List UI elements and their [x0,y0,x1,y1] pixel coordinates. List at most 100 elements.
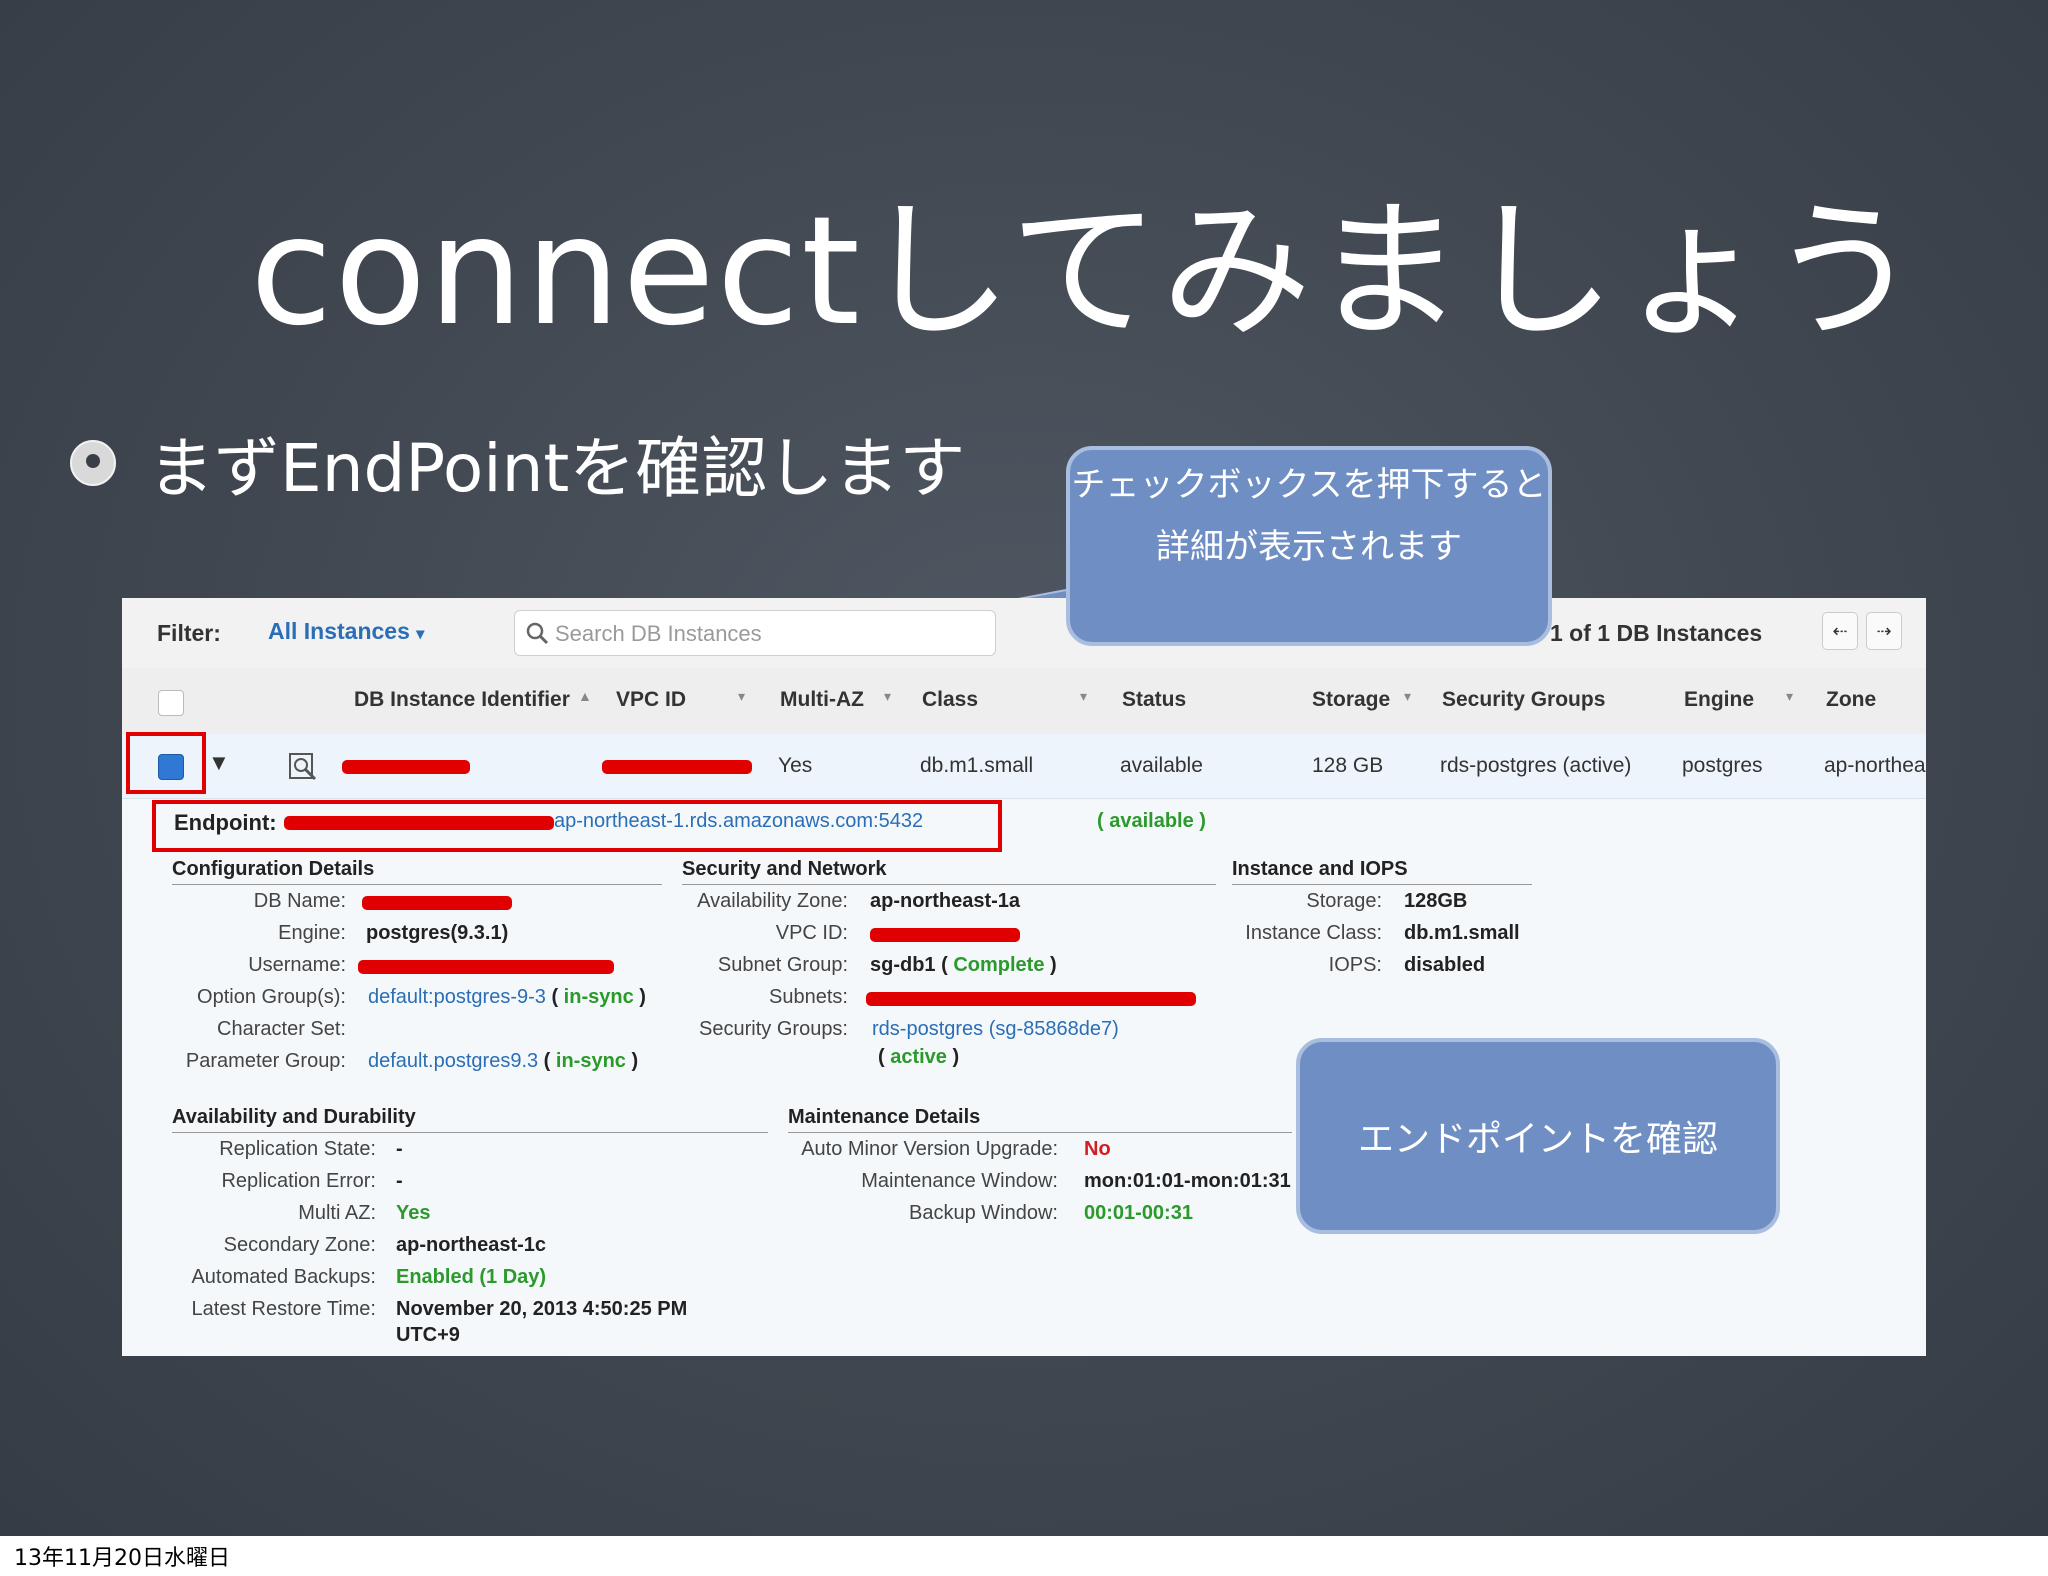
row-status: available [1120,754,1203,777]
row-engine: postgres [1682,754,1763,777]
upgrade-label: Auto Minor Version Upgrade: [801,1138,1058,1160]
chevron-down-icon: ▾ [884,688,892,704]
redacted-vpc [870,928,1020,942]
window-value: mon:01:01-mon:01:31 [1084,1170,1291,1192]
filter-dropdown[interactable]: All Instances ▾ [268,618,424,645]
param-group-label: Parameter Group: [185,1050,346,1072]
filter-value: All Instances [268,618,410,644]
username-label: Username: [248,954,346,976]
multi-az-value: Yes [396,1202,431,1224]
option-group-sync: in-sync [563,986,634,1008]
instance-class-label: Instance Class: [1245,922,1382,944]
redacted-endpoint-host [284,816,554,830]
column-engine[interactable]: Engine [1684,688,1755,711]
column-status[interactable]: Status [1122,688,1187,711]
filter-toolbar: Filter: All Instances ▾ Search DB Instan… [122,598,1926,669]
endpoint-value[interactable]: ap-northeast-1.rds.amazonaws.com:5432 [554,810,924,832]
redacted-db-name [362,896,512,910]
subnet-group-status: Complete [953,954,1045,976]
sec-groups-status: ( active ) [878,1046,960,1068]
chevron-down-icon: ▾ [1786,688,1794,704]
column-vpc-id[interactable]: VPC ID [616,688,687,711]
repl-error-label: Replication Error: [221,1170,376,1192]
repl-error-value: - [396,1170,403,1192]
redacted-instance-id [342,760,470,774]
row-security-groups: rds-postgres (active) [1440,754,1632,777]
option-group-label: Option Group(s): [197,986,346,1008]
instance-class-value: db.m1.small [1404,922,1520,944]
az-label: Availability Zone: [697,890,848,912]
column-security-groups[interactable]: Security Groups [1442,688,1606,711]
subnet-group-label: Subnet Group: [717,954,848,976]
param-group-link[interactable]: default.postgres9.3 [368,1050,539,1072]
subnet-group-value: sg-db1 ( Complete ) [870,954,1057,976]
iops-storage-label: Storage: [1306,890,1382,912]
backup-window-label: Backup Window: [909,1202,1058,1224]
next-page-button[interactable]: ⇢ [1866,612,1902,650]
instance-count: 1 of 1 DB Instances [1550,620,1763,646]
details-magnifier-icon[interactable] [288,752,318,782]
sort-asc-icon: ▲ [578,688,592,704]
param-group-sync: in-sync [555,1050,626,1072]
multi-az-label: Multi AZ: [298,1202,376,1224]
rds-console-screenshot: Filter: All Instances ▾ Search DB Instan… [122,598,1926,1356]
expand-chevron-icon[interactable]: ▼ [208,750,230,775]
subnet-group-name: sg-db1 [870,954,936,976]
option-group-link[interactable]: default:postgres-9-3 [368,986,546,1008]
column-db-instance[interactable]: DB Instance Identifier [354,688,570,711]
upgrade-value: No [1084,1138,1111,1160]
chevron-down-icon: ▾ [738,688,746,704]
column-multi-az[interactable]: Multi-AZ [780,688,864,711]
bullet-text: まずEndPointを確認します [148,430,966,507]
row-storage: 128 GB [1312,754,1384,777]
iops-storage-value: 128GB [1404,890,1468,912]
restore-value: November 20, 2013 4:50:25 PM [396,1298,688,1320]
select-all-checkbox[interactable] [158,690,184,716]
column-storage[interactable]: Storage [1312,688,1391,711]
restore-tz: UTC+9 [396,1324,460,1346]
engine-label: Engine: [278,922,346,944]
iops-section-title: Instance and IOPS [1232,858,1532,885]
subnets-label: Subnets: [769,986,848,1008]
redacted-vpc-id [602,760,752,774]
row-checkbox[interactable] [158,754,184,780]
sec-groups-link[interactable]: rds-postgres (sg-85868de7) [872,1018,1119,1040]
backups-label: Automated Backups: [191,1266,376,1288]
endpoint-label: Endpoint: [174,810,277,835]
column-zone[interactable]: Zone [1826,688,1877,711]
window-label: Maintenance Window: [861,1170,1058,1192]
slide-title: connectしてみましょう [250,185,1922,359]
checkbox-highlight [126,732,206,794]
chevron-down-icon: ▾ [1080,688,1088,704]
search-input[interactable]: Search DB Instances [514,610,996,656]
repl-state-value: - [396,1138,403,1160]
iops-value: disabled [1404,954,1486,976]
bullet-icon [70,440,116,486]
column-class[interactable]: Class [922,688,979,711]
chevron-down-icon: ▾ [416,626,425,643]
endpoint-status: ( available ) [1097,810,1206,832]
prev-page-button[interactable]: ⇠ [1822,612,1858,650]
repl-state-label: Replication State: [219,1138,376,1160]
filter-label: Filter: [157,620,221,646]
search-placeholder: Search DB Instances [555,621,762,646]
row-zone: ap-northea [1824,754,1926,777]
backup-window-value: 00:01-00:31 [1084,1202,1193,1224]
security-section-title: Security and Network [682,858,1216,885]
chevron-down-icon: ▾ [1404,688,1412,704]
charset-label: Character Set: [217,1018,346,1040]
maintenance-section-title: Maintenance Details [788,1106,1292,1133]
param-group-value: default.postgres9.3 ( in-sync ) [368,1050,639,1072]
checkbox-callout: チェックボックスを押下すると詳細が表示されます [1066,446,1552,646]
table-row[interactable]: ▼ Yes db.m1.small available 128 GB rds-p… [122,734,1926,799]
table-header: DB Instance Identifier ▲ VPC ID ▾ Multi-… [122,668,1926,735]
db-name-label: DB Name: [253,890,346,912]
availability-section-title: Availability and Durability [172,1106,768,1133]
sec-groups-status-value: active [890,1046,947,1068]
vpc-label: VPC ID: [775,922,848,944]
slide-background: connectしてみましょう まずEndPointを確認します Filter: … [0,0,2048,1536]
footer-date: 13年11月20日水曜日 [14,1546,230,1571]
option-group-value: default:postgres-9-3 ( in-sync ) [368,986,646,1008]
restore-label: Latest Restore Time: [191,1298,376,1320]
endpoint-highlight [152,800,1002,852]
